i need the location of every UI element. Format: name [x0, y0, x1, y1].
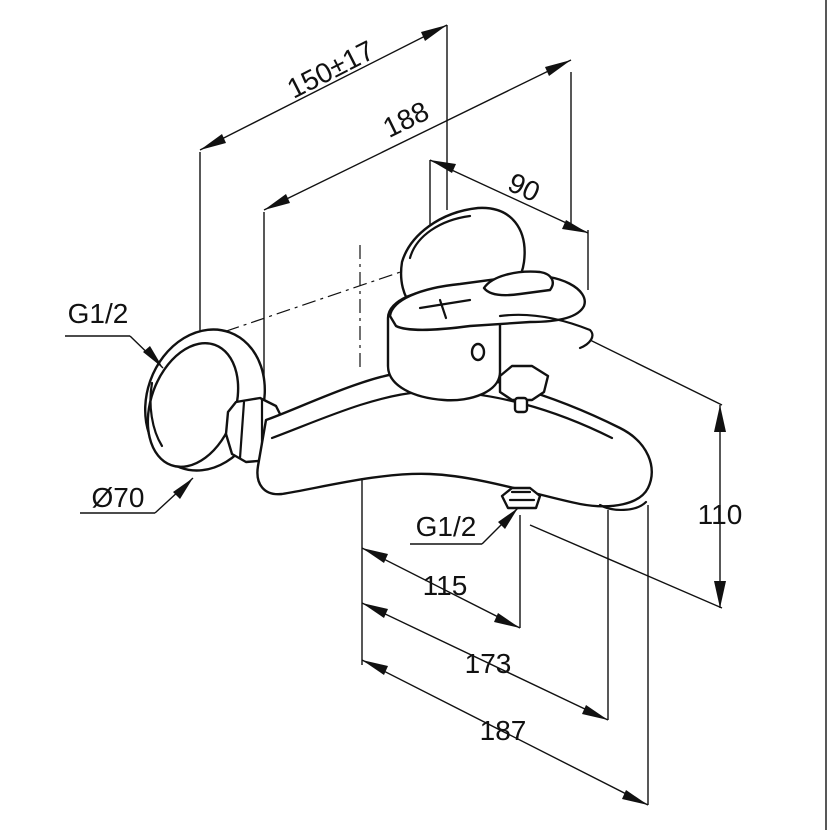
label-o70: Ø70: [92, 482, 145, 513]
label-g12-bottom: G1/2: [416, 511, 477, 542]
dim-187: 187: [480, 715, 527, 746]
dimension-line-188: [263, 59, 572, 211]
dim-115: 115: [423, 570, 468, 601]
dim-90: 90: [503, 167, 544, 208]
leader-g12-bottom: [410, 507, 519, 545]
dimension-line-187: [361, 659, 649, 806]
leader-g12-top: [65, 335, 164, 369]
outlet-thread: [500, 486, 542, 510]
dim-110: 110: [698, 499, 743, 530]
dimension-line-173: [361, 602, 609, 721]
dimension-line-90: [429, 159, 589, 234]
dimension-line-110: [714, 405, 726, 608]
dim-150: 150±17: [282, 35, 379, 105]
diverter-knob: [498, 364, 550, 402]
leader-o70: [80, 477, 194, 514]
dimension-line-150: [199, 24, 448, 151]
faucet-body: [143, 206, 653, 511]
dim-173: 173: [465, 648, 512, 679]
dim-188: 188: [378, 95, 434, 143]
dimension-line-115: [361, 547, 521, 629]
label-g12-top: G1/2: [68, 298, 129, 329]
centerline-inlet: [199, 261, 431, 341]
